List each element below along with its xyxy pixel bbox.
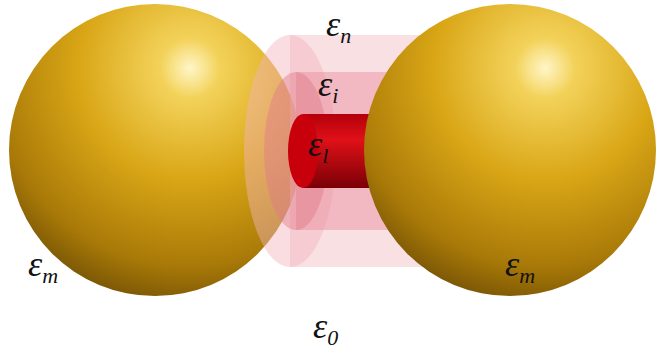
shell-permittivity-label: εn [326, 6, 351, 47]
shell-permittivity-label: εi [318, 66, 338, 107]
core-permittivity-label: εl [308, 126, 328, 167]
metal-permittivity-label: εm [28, 246, 58, 287]
outer-shell-cap [244, 35, 336, 267]
right-sphere [364, 4, 656, 296]
metal-permittivity-label: εm [505, 246, 535, 287]
background-permittivity-label: ε0 [313, 308, 338, 349]
